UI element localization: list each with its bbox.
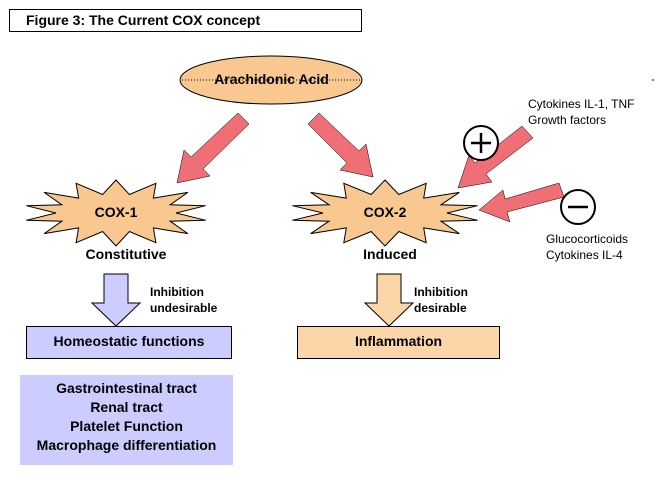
list-item: Macrophage differentiation [36,437,217,453]
cox2-label: COX-2 [363,204,407,220]
inhibition-left-line2: undesirable [150,301,218,315]
arachidonic-acid-ellipse [179,55,363,105]
cox1-label: COX-1 [94,204,138,220]
list-item: Platelet Function [70,418,183,434]
stimulators-line1: Cytokines IL-1, TNF [528,97,635,111]
homeostatic-functions-box: Homeostatic functions [26,326,232,359]
arrow-inhibitors-to-cox2 [478,182,565,223]
stimulators-line2: Growth factors [528,113,607,127]
inhibition-right-line1: Inhibition [414,285,468,299]
cox2-type-label: Induced [363,246,417,262]
inhibition-left-line1: Inhibition [150,285,204,299]
inhibitors-line1: Glucocorticoids [546,232,629,246]
cox1-type-label: Constitutive [85,246,167,262]
cox1-starburst [26,179,206,247]
arrow-cox2-down [363,273,415,327]
arrow-stimulators-to-cox2 [457,125,534,189]
inhibitors-line2: Cytokines IL-4 [546,248,623,262]
arachidonic-acid-label: Arachidonic Acid [214,71,329,87]
figure-title: Figure 3: The Current COX concept [9,9,362,32]
arrow-aa-to-cox1 [176,112,250,184]
list-item: Renal tract [90,399,163,415]
list-item: Gastrointestinal tract [56,380,197,396]
cox2-starburst [292,179,478,247]
functions-list-box: Gastrointestinal tract Renal tract Plate… [20,375,233,465]
arrow-aa-to-cox2 [307,112,374,178]
inhibition-right-line2: desirable [414,301,467,315]
arrow-cox1-down [90,273,142,327]
inflammation-box: Inflammation [297,326,500,359]
